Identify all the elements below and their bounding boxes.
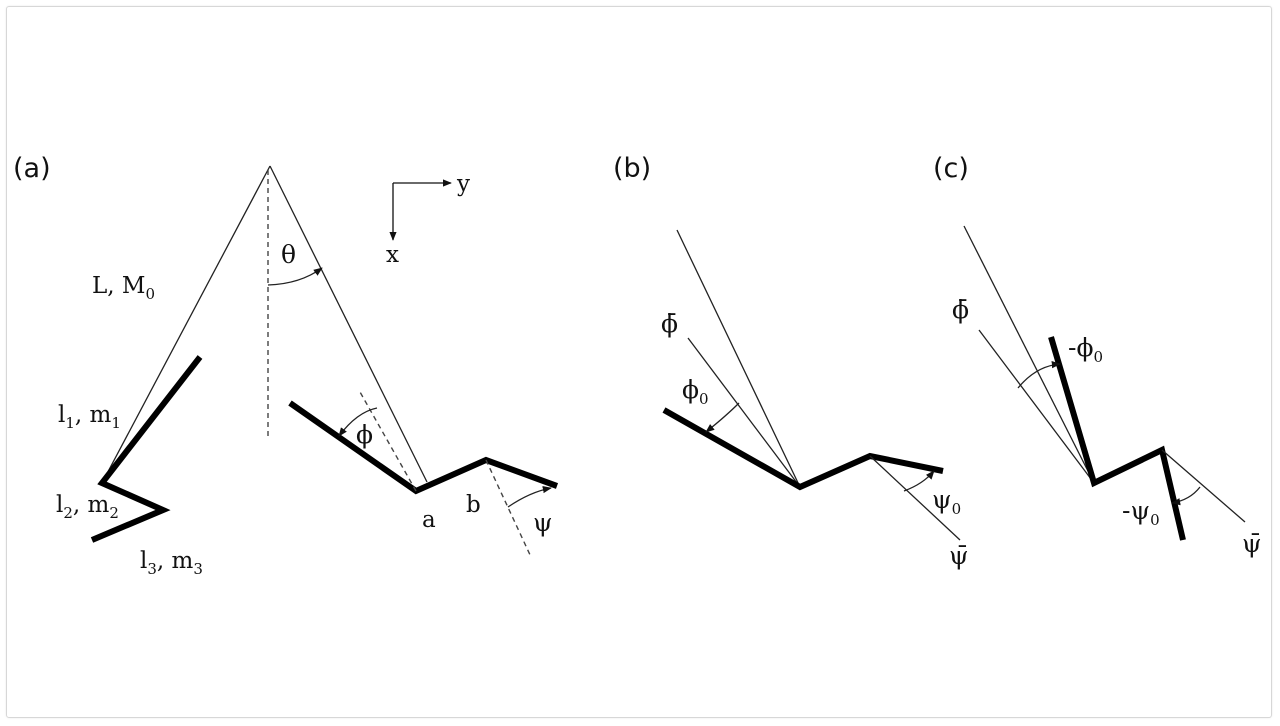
psi-label: ψ [533,508,553,537]
phi-bar-label: ϕ̄ [661,309,678,338]
y-axis-label: y [456,171,470,197]
panel-c: ϕ̄ -ϕ0 -ψ0 ψ̄ [952,225,1262,558]
psi-bar-reference [1161,449,1246,523]
phi0-arc [705,402,740,433]
l1-m1-label: l1, m1 [58,402,121,432]
phi-bar-reference [687,337,801,488]
neg-psi0-label: -ψ0 [1122,496,1160,529]
segment-chain [1048,336,1186,541]
panel-label-c: (c) [933,153,969,184]
psi-bar-reference [869,455,961,541]
right-segment-chain [288,400,559,495]
l2-m2-label: l2, m2 [56,492,119,522]
panel-b: ϕ̄ ϕ0 ψ0 ψ̄ [661,229,969,570]
neg-phi0-arc [1017,361,1061,389]
phi-bar-reference [978,329,1095,484]
upper-rod [963,225,1095,484]
panel-label-a: (a) [13,153,51,184]
segment-chain [662,407,944,491]
upper-rod [676,229,801,488]
phi-label: ϕ [356,420,373,449]
main-rod-right [269,165,428,483]
phi-reference-dashed [359,391,417,492]
left-triple-chain [90,355,203,543]
neg-phi0-label: -ϕ0 [1068,333,1103,366]
panel-a: θ L, M0 l1, m1 l2, m2 l3, m3 ϕ a b ψ [56,165,559,578]
phi0-label: ϕ0 [682,375,709,408]
theta-label: θ [281,240,296,269]
neg-psi0-arc [1171,486,1201,506]
psi0-arc [903,470,935,492]
x-axis-label: x [386,242,399,268]
phi-arc [338,407,378,437]
L-M0-label: L, M0 [92,273,155,303]
a-label: a [422,507,436,533]
phi-bar-label: ϕ̄ [952,295,969,324]
panel-label-b: (b) [613,153,651,184]
main-rod-left [101,165,271,484]
coordinate-axes: y x [386,171,470,268]
psi0-label: ψ0 [932,485,961,518]
l3-m3-label: l3, m3 [140,548,203,578]
figure-frame [6,6,1272,718]
psi-bar-label: ψ̄ [949,541,969,570]
psi-arc [507,485,552,508]
b-label: b [466,492,481,518]
psi-bar-label: ψ̄ [1242,529,1262,558]
theta-arc [267,267,323,286]
